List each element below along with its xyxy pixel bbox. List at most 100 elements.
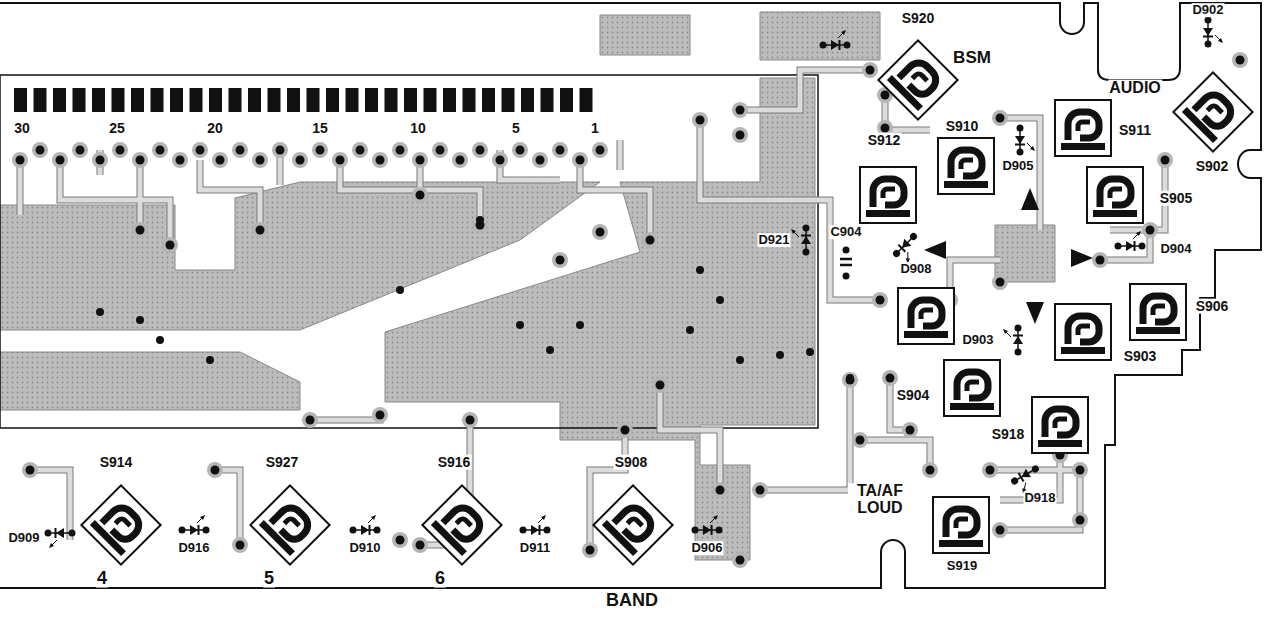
pad <box>456 156 465 165</box>
pad <box>436 146 445 155</box>
copper-pour <box>760 12 880 60</box>
pad <box>996 114 1005 123</box>
trace <box>860 440 930 470</box>
via <box>716 296 724 304</box>
part-label: 5 <box>263 569 275 588</box>
pad <box>926 466 935 475</box>
copper-pour <box>600 15 690 55</box>
pad-ring <box>192 142 208 158</box>
pad <box>136 226 145 235</box>
pad-ring <box>232 537 248 553</box>
pad-ring <box>462 412 478 428</box>
pad-ring <box>32 142 48 158</box>
part-label: S906 <box>1195 299 1230 314</box>
pad-ring <box>862 62 878 78</box>
part-label: S927 <box>265 455 300 470</box>
trace <box>18 160 23 215</box>
pad <box>376 156 385 165</box>
pad <box>756 486 765 495</box>
direction-mark <box>1021 188 1039 210</box>
copper-pour <box>0 352 300 410</box>
led-symbol <box>179 515 210 535</box>
switch-symbol <box>81 485 160 564</box>
part-label: 10 <box>409 121 427 136</box>
trace <box>1100 230 1150 260</box>
part-label: S919 <box>946 559 978 573</box>
trace <box>760 380 850 490</box>
part-label: D916 <box>177 541 210 555</box>
part-label: S903 <box>1123 349 1158 364</box>
pad <box>1076 516 1085 525</box>
part-label: S908 <box>614 455 649 470</box>
led-symbol <box>1015 125 1035 156</box>
part-label: S904 <box>896 388 931 403</box>
pad <box>881 91 890 100</box>
pad-ring <box>1092 252 1108 268</box>
pad <box>1161 156 1170 165</box>
pad <box>996 278 1005 287</box>
pad-ring <box>982 462 998 478</box>
switch-symbol <box>1055 304 1111 360</box>
trace <box>310 415 380 420</box>
connector-pin <box>326 88 339 112</box>
pad-ring <box>512 142 528 158</box>
connector-pin <box>346 88 359 112</box>
pad-ring <box>52 152 68 168</box>
trace-edge <box>215 470 240 545</box>
pad-ring <box>882 370 898 386</box>
connector-pin <box>502 88 515 112</box>
via <box>686 326 694 334</box>
pad-ring <box>112 142 128 158</box>
trace <box>215 470 240 545</box>
pad <box>356 146 365 155</box>
part-label: S911 <box>1118 123 1152 138</box>
pad-ring <box>552 252 568 268</box>
led-symbol <box>820 30 851 50</box>
pad <box>696 116 705 125</box>
trace-edge <box>30 470 70 540</box>
pad-ring <box>452 152 468 168</box>
part-label: AUDIO <box>1108 80 1162 97</box>
pad <box>26 466 35 475</box>
trace-edge <box>860 440 930 470</box>
led-symbol <box>1115 231 1146 251</box>
trace-edge <box>1000 118 1040 230</box>
trace-edge <box>310 415 380 420</box>
pad <box>1236 56 1245 65</box>
switch-symbol <box>1032 397 1088 453</box>
part-label: BSM <box>952 49 992 67</box>
pad <box>856 436 865 445</box>
pad-ring <box>412 152 428 168</box>
pad-ring <box>207 462 223 478</box>
pad-ring <box>902 422 918 438</box>
switch-symbol <box>933 497 989 553</box>
led-symbol <box>45 528 76 548</box>
pad-ring <box>252 152 268 168</box>
trace <box>340 160 480 225</box>
switch-symbol <box>593 485 672 564</box>
led-symbol <box>891 231 927 267</box>
pad-ring <box>732 127 748 143</box>
pad-ring <box>312 142 328 158</box>
pad-ring <box>352 142 368 158</box>
via <box>516 321 524 329</box>
direction-mark <box>1026 302 1044 324</box>
via <box>806 348 814 356</box>
part-label: D910 <box>348 541 381 555</box>
part-label: 4 <box>96 569 108 588</box>
pad <box>136 156 145 165</box>
part-label: BAND <box>605 591 659 610</box>
pad-ring <box>412 187 428 203</box>
pad-ring <box>732 552 748 568</box>
via <box>846 374 854 382</box>
pad <box>736 131 745 140</box>
part-label: C904 <box>829 225 862 239</box>
trace <box>30 470 70 540</box>
connector-pin <box>53 88 66 112</box>
switch-symbol <box>860 167 916 223</box>
via <box>136 316 144 324</box>
part-label: D918 <box>1023 491 1056 505</box>
part-label: 6 <box>434 569 446 588</box>
switch-symbol <box>1055 100 1111 156</box>
